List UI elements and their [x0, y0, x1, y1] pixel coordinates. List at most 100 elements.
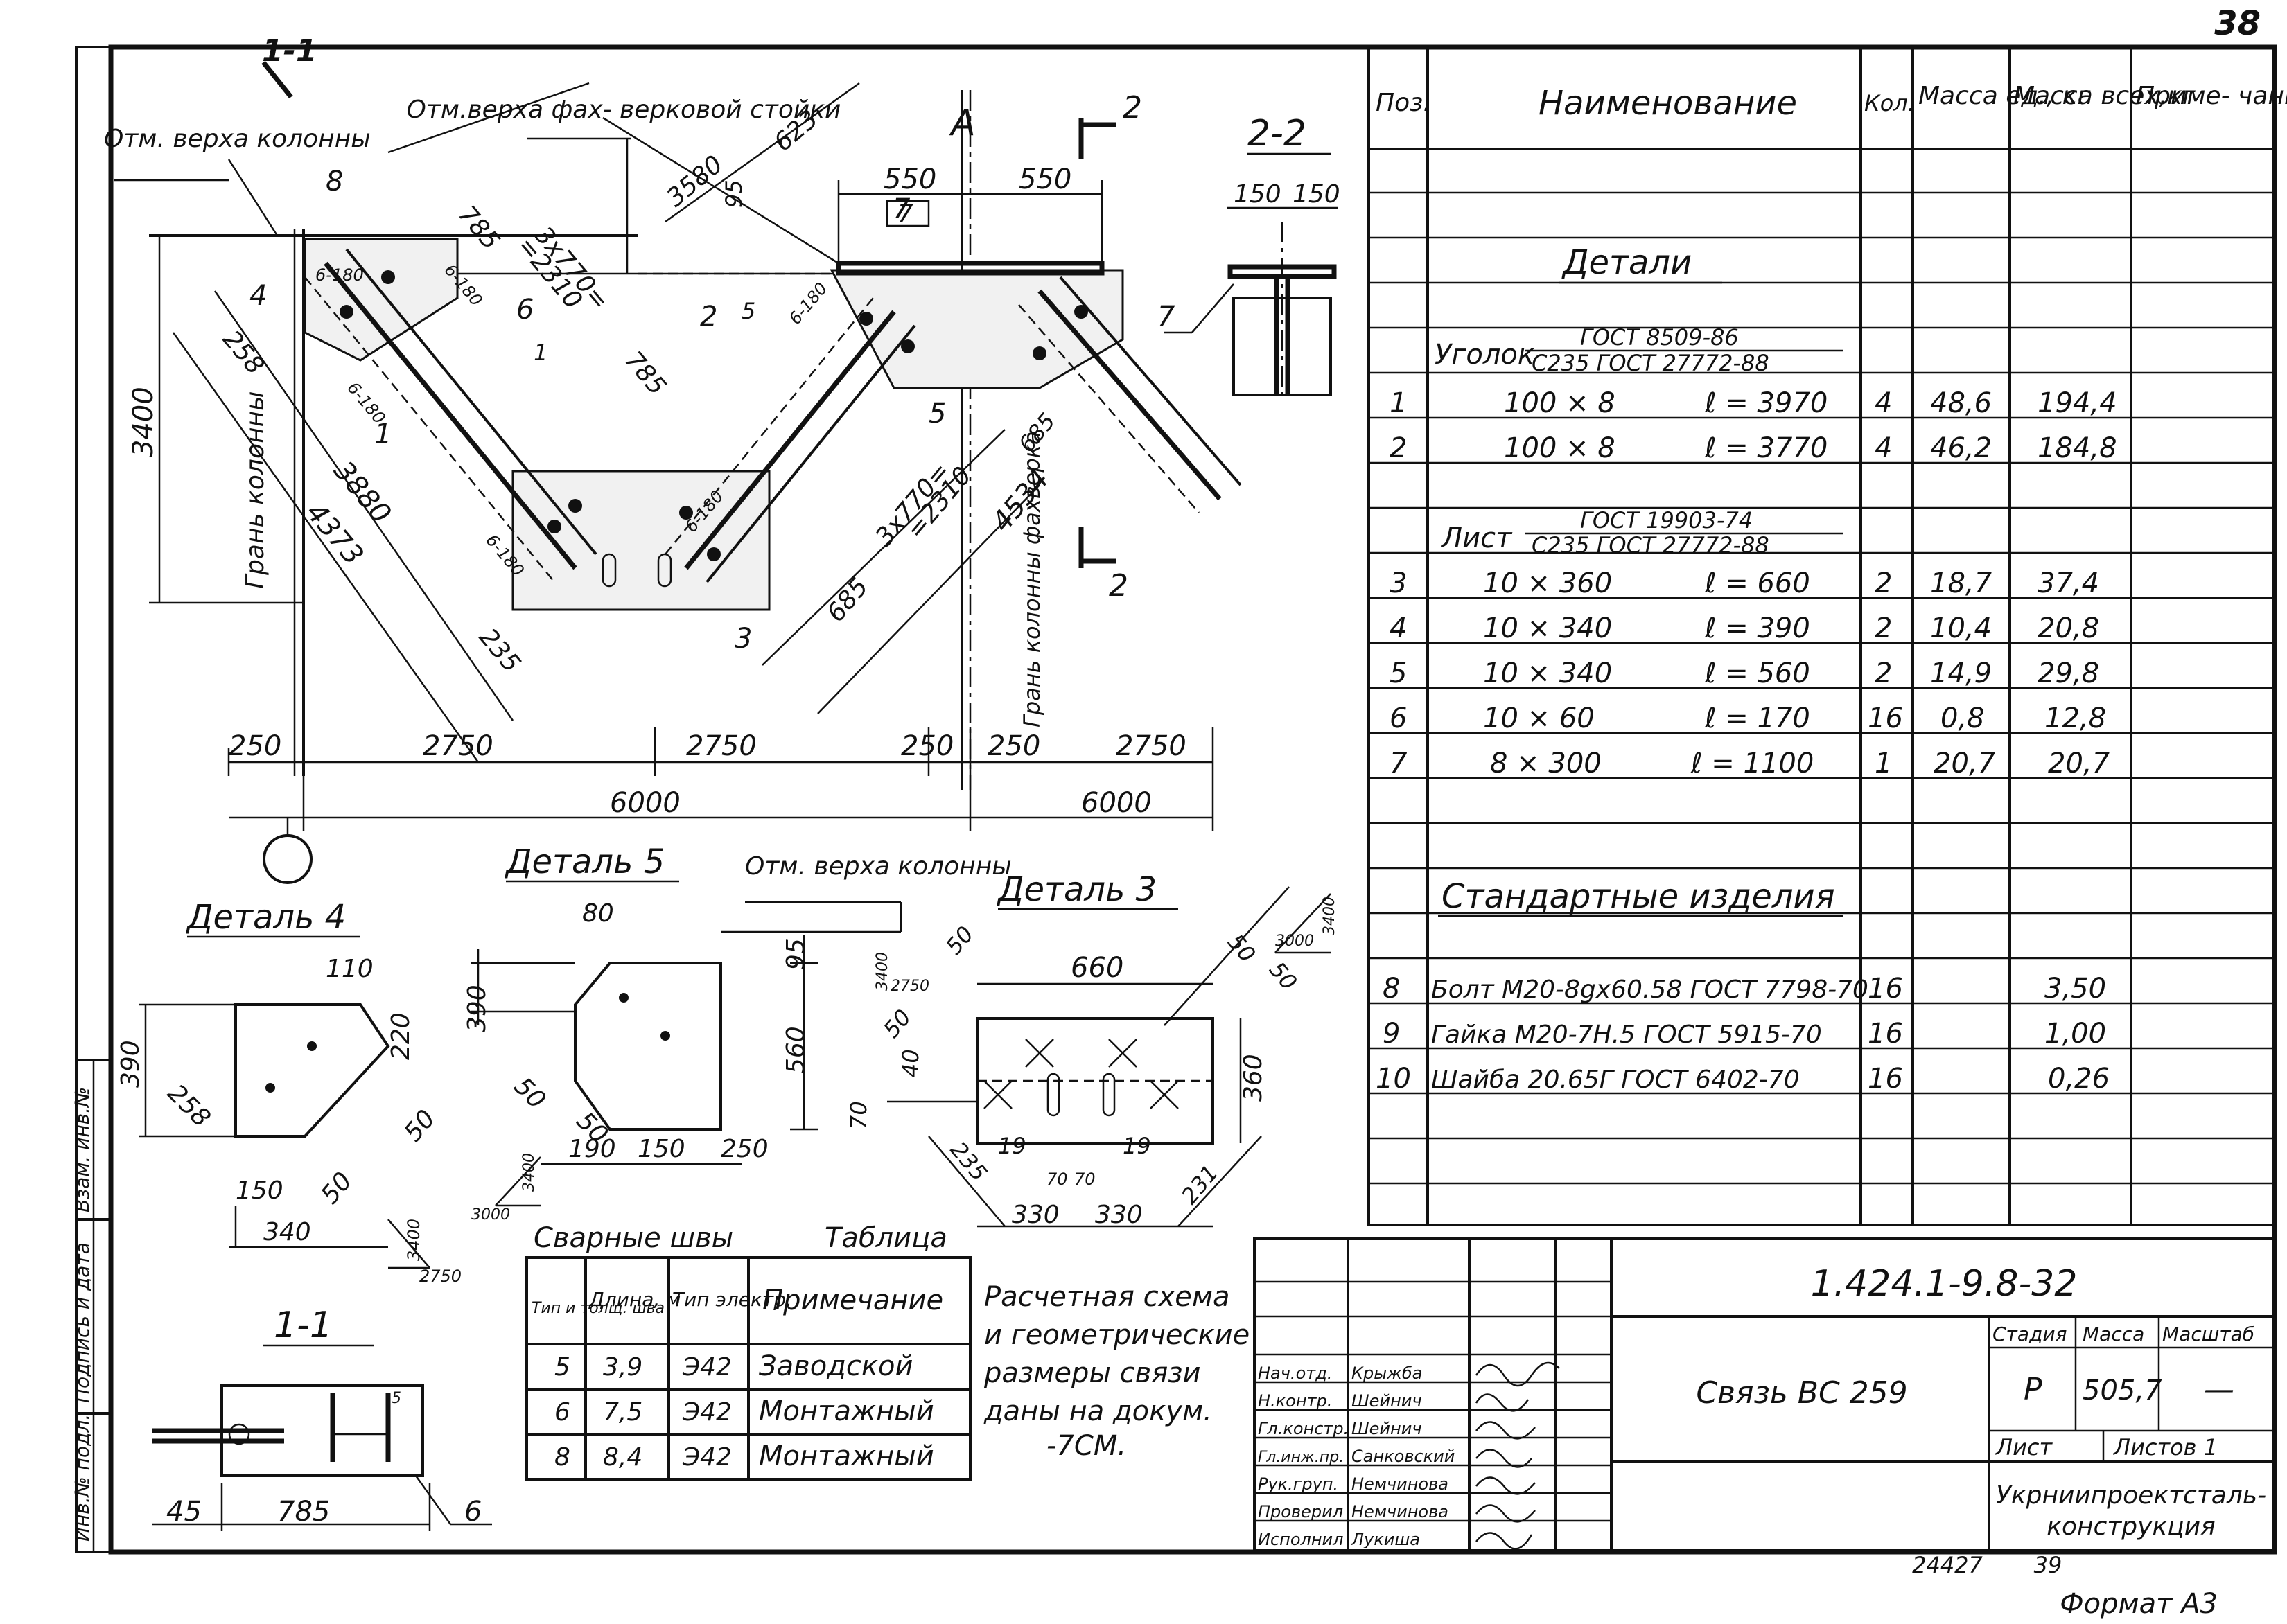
d3-s3400a: 3400 — [874, 952, 891, 991]
tb-p6-name: Немчинова — [1351, 1502, 1448, 1521]
spec-r6-len: ℓ = 170 — [1704, 703, 1810, 734]
d4-50b: 50 — [398, 1104, 441, 1147]
label-3: 3 — [735, 623, 752, 655]
tb-p7-role: Исполнил — [1258, 1530, 1344, 1549]
d3-50a: 50 — [940, 921, 979, 960]
welds-table-word: Таблица — [825, 1222, 947, 1254]
s11-dim-45: 45 — [166, 1496, 202, 1528]
tb-name: Связь ВС 259 — [1696, 1375, 1907, 1411]
tb-org-2: конструкция — [2047, 1512, 2216, 1541]
spec-sheet-gost-bot: С235 ГОСТ 27772-88 — [1532, 532, 1769, 558]
d5-560: 560 — [782, 1026, 810, 1074]
tb-scale: — — [2204, 1372, 2234, 1407]
spec-angle-title: Уголок — [1435, 339, 1534, 371]
d4-390: 390 — [116, 1040, 145, 1088]
d5-95: 95 — [782, 938, 810, 970]
welds-r1-el: Э42 — [682, 1353, 732, 1382]
spec-section-std: Стандартные изделия — [1442, 877, 1835, 916]
side-stamp: Инв.№ подл. Подпись и дата Взам. инв.№ — [71, 1059, 111, 1552]
calc-note: Расчетная схема и геометрические размеры… — [983, 1281, 1250, 1462]
welds-r3-len: 8,4 — [603, 1443, 642, 1472]
d3-19a: 19 — [998, 1133, 1026, 1159]
dim-3400: 3400 — [128, 387, 159, 457]
spec-s8-pos: 8 — [1383, 973, 1400, 1005]
spec-r1-m1: 48,6 — [1930, 387, 1992, 419]
d3-19b: 19 — [1123, 1133, 1151, 1159]
d3-660: 660 — [1071, 952, 1123, 984]
spec-r5-pos: 5 — [1390, 657, 1407, 689]
detail-5-title: Деталь 5 — [505, 842, 665, 881]
dim-250-b: 250 — [901, 730, 954, 762]
welds-r1-len: 3,9 — [603, 1353, 642, 1382]
fachwerk-top-mark: Отм.верха фах- верковой стойки — [407, 96, 841, 124]
spec-s10-name: Шайба 20.65Г ГОСТ 6402-70 — [1431, 1066, 1800, 1094]
dim-550-a: 550 — [884, 164, 936, 195]
section-mark-2-top: 2 — [1123, 90, 1142, 125]
d4-220: 220 — [387, 1012, 415, 1060]
welds-title: Сварные швы — [534, 1222, 733, 1254]
welds-r1-type: 5 — [554, 1353, 570, 1382]
signatures — [1475, 1361, 1560, 1550]
welds-table: Сварные швы Таблица Тип и толщ. шва Длин… — [525, 1222, 972, 1481]
d5-s3000: 3000 — [471, 1206, 510, 1224]
d5-190: 190 — [568, 1135, 616, 1163]
weld-label-1: 6-180 — [315, 265, 364, 285]
spec-s8-qty: 16 — [1868, 973, 1903, 1005]
d5-col-top: Отм. верха колонны — [745, 852, 1012, 881]
label-1: 1 — [374, 418, 392, 450]
d3-70b: 70 — [1074, 1170, 1096, 1189]
spec-r7-pos: 7 — [1390, 748, 1408, 779]
label-7: 7 — [893, 193, 911, 225]
spec-row-7: 7 8 × 300 ℓ = 1100 1 20,7 20,7 — [1390, 748, 2110, 779]
spec-angle-gost-bot: С235 ГОСТ 27772-88 — [1532, 350, 1769, 376]
tb-p4-role: Гл.инж.пр. — [1258, 1449, 1344, 1466]
spec-section-details: Детали — [1561, 243, 1692, 282]
spec-angle-gost-top: ГОСТ 8509-86 — [1580, 324, 1739, 351]
spec-s9-pos: 9 — [1383, 1018, 1400, 1050]
spec-r6-m1: 0,8 — [1940, 703, 1985, 734]
dim-258: 258 — [217, 325, 270, 380]
note-line-1: Расчетная схема — [984, 1281, 1230, 1313]
section-22-title: 2-2 — [1247, 113, 1306, 155]
spec-row-1: 1 100 × 8 ℓ = 3970 4 48,6 194,4 — [1390, 387, 2117, 419]
welds-r2-len: 7,5 — [603, 1398, 642, 1427]
d4-s3400: 3400 — [404, 1219, 423, 1261]
section-mark-11: 1-1 — [262, 33, 317, 69]
spec-r2-len: ℓ = 3770 — [1704, 432, 1828, 464]
spec-r4-qty: 2 — [1875, 612, 1892, 644]
d3-50c: 50 — [1223, 929, 1261, 968]
tb-sheet-h: Лист — [1995, 1434, 2053, 1460]
tb-p2-name: Шейнич — [1351, 1391, 1422, 1411]
dim-785-a: 785 — [453, 200, 505, 255]
d5-s3400: 3400 — [520, 1153, 538, 1192]
tb-p4-name: Санковский — [1351, 1447, 1455, 1466]
welds-r3-el: Э42 — [682, 1443, 732, 1472]
weld-label-5: 6-180 — [785, 279, 831, 328]
top-plate-7 — [836, 261, 1105, 276]
spec-r2-size: 100 × 8 — [1504, 432, 1615, 464]
spec-h-pos: Поз. — [1376, 89, 1431, 117]
spec-s9-mall: 1,00 — [2044, 1018, 2106, 1050]
spec-r1-len: ℓ = 3970 — [1704, 387, 1828, 419]
sheet-code-1: 24427 — [1912, 1552, 1983, 1578]
spec-std-row-8: 8 Болт М20-8gx60.58 ГОСТ 7798-70 16 3,50 — [1383, 973, 2106, 1005]
page-number: 38 — [2214, 4, 2261, 43]
welds-r1-note: Заводской — [759, 1350, 913, 1382]
dim-6000-a: 6000 — [610, 787, 681, 819]
spec-r5-qty: 2 — [1875, 657, 1892, 689]
d3-50b: 50 — [878, 1005, 916, 1043]
d3-360: 360 — [1239, 1054, 1268, 1102]
spec-r4-size: 10 × 340 — [1483, 612, 1612, 644]
label-5: 5 — [929, 398, 946, 430]
note-line-5: -7СМ. — [1046, 1430, 1126, 1462]
d5-50a: 50 — [509, 1072, 551, 1114]
dim-label-7: 7 — [897, 200, 913, 228]
d5-390: 390 — [463, 985, 491, 1032]
dim-150-a: 150 — [1234, 180, 1281, 209]
section-1-1: 1-1 5 45 785 6 — [152, 1305, 492, 1531]
d5-80: 80 — [582, 899, 614, 928]
welds-r2-type: 6 — [554, 1398, 570, 1427]
d3-70: 70 — [845, 1101, 872, 1129]
spec-s10-pos: 10 — [1376, 1063, 1411, 1095]
sheet-code-2: 39 — [2034, 1552, 2062, 1578]
